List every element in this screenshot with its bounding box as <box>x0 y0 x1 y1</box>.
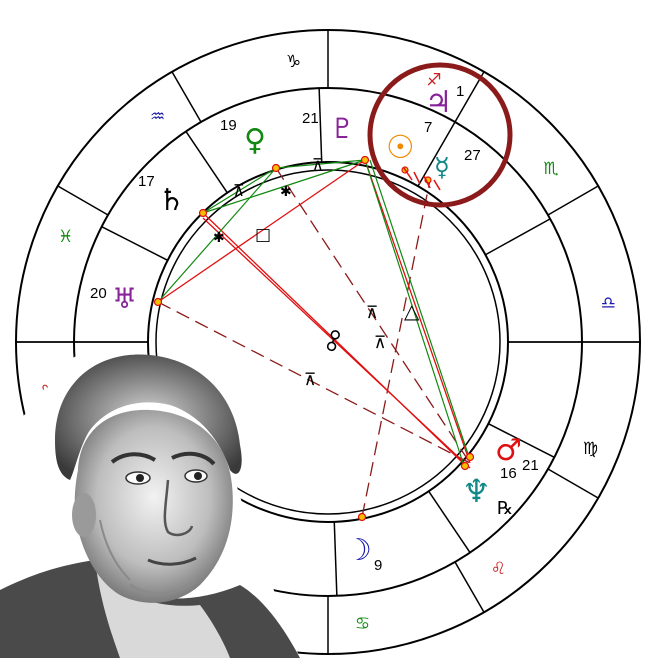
sun-glyph: ☉ <box>386 128 415 166</box>
zodiac-pisces-icon: ♓ <box>58 227 73 247</box>
sign-divider-line <box>172 72 201 122</box>
portrait-ear <box>72 493 96 537</box>
house-cusp-line <box>186 131 227 192</box>
planet-pluto: 21 ♇ <box>302 110 355 145</box>
zodiac-libra-icon: ♎ <box>601 294 616 314</box>
aspect-line-dashed <box>362 180 430 517</box>
planet-mercury: ☿ 27 <box>434 147 481 183</box>
marker-saturn <box>200 210 207 217</box>
zodiac-capricorn-icon: ♑ <box>286 52 301 72</box>
marker-moon <box>359 514 366 521</box>
marker-neptune <box>462 463 469 470</box>
mercury-degree: 27 <box>464 147 481 164</box>
portrait-face <box>75 410 233 603</box>
marker-mars <box>467 454 474 461</box>
sign-divider-line <box>548 186 598 215</box>
neptune-retrograde: ℞ <box>497 498 513 519</box>
house-cusp-line <box>319 88 322 162</box>
mars-glyph: ♂ <box>495 433 522 468</box>
venus-degree: 19 <box>220 117 237 134</box>
moon-glyph: ☽ <box>345 533 372 568</box>
uranus-degree: 20 <box>90 285 107 302</box>
aspect-symbol-quincunx: ⊼ <box>374 333 386 353</box>
planet-jupiter: ♃ 1 <box>425 83 464 120</box>
planet-uranus: 20 ♅ <box>90 282 137 315</box>
zodiac-aquarius-icon: ♒ <box>150 107 165 127</box>
saturn-degree: 17 <box>138 173 155 190</box>
mercury-glyph: ☿ <box>434 153 450 183</box>
house-cusp-line <box>334 522 337 596</box>
pluto-glyph: ♇ <box>330 112 355 145</box>
pluto-degree: 21 <box>302 110 319 127</box>
aspect-symbol-trine: △ <box>404 299 420 323</box>
moon-degree: 9 <box>374 557 382 574</box>
marker-uranus <box>155 299 162 306</box>
zodiac-leo-icon: ♌ <box>491 559 506 579</box>
mars-degree: 16 <box>500 465 517 482</box>
aspect-symbol-quincunx: ⊼ <box>366 303 378 323</box>
portrait-engraving <box>0 349 300 658</box>
jupiter-degree: 1 <box>456 83 464 100</box>
aspect-symbol-quincunx: ⊼ <box>233 181 245 200</box>
uranus-glyph: ♅ <box>112 282 137 315</box>
planet-moon: ☽ 9 <box>345 533 382 574</box>
aspect-symbol-sextile: ✱ <box>213 230 225 246</box>
jupiter-glyph: ♃ <box>425 85 452 120</box>
planet-mars: ♂ 16 21 <box>495 433 539 482</box>
aspect-symbol-quincunx: ⊼ <box>312 155 324 174</box>
neptune-glyph: ♆ <box>462 472 491 510</box>
zodiac-virgo-icon: ♍ <box>583 439 598 459</box>
aspect-symbol-sextile: ✱ <box>280 184 292 200</box>
zodiac-scorpio-icon: ♏ <box>543 159 558 179</box>
venus-glyph: ♀ <box>244 123 266 158</box>
sun-degree: 7 <box>424 119 432 136</box>
planet-saturn: 17 ♄ <box>138 173 185 218</box>
saturn-glyph: ♄ <box>158 183 185 218</box>
zodiac-cancer-icon: ♋ <box>355 614 370 634</box>
sign-divider-line <box>548 469 598 498</box>
aspect-symbol-quincunx: ⊼ <box>304 370 316 390</box>
marker-venus <box>273 165 280 172</box>
mars-degree-second: 21 <box>522 457 539 474</box>
aspect-symbol-square: □ <box>255 225 271 245</box>
planet-sun: ☉ 7 <box>386 119 432 166</box>
house-cusp-line <box>102 227 168 261</box>
house-cusp-line <box>485 219 550 255</box>
planet-venus: 19 ♀ <box>220 117 266 158</box>
sign-divider-line <box>58 186 108 215</box>
marker-pluto <box>362 157 369 164</box>
sign-divider-line <box>455 562 484 612</box>
